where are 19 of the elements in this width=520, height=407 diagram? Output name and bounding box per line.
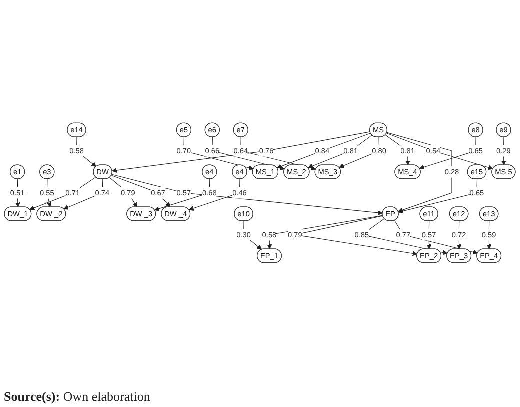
arrow — [385, 134, 410, 166]
arrow — [109, 178, 138, 208]
arrow — [154, 178, 210, 212]
caption: Source(s): Own elaboration — [4, 389, 150, 405]
arrow — [112, 132, 371, 174]
arrow — [112, 174, 383, 216]
arrow — [64, 178, 104, 210]
arrow — [398, 178, 478, 214]
arrow — [308, 135, 372, 169]
arrow — [386, 133, 494, 170]
arrow — [267, 215, 384, 250]
arrow — [188, 178, 240, 211]
arrow — [111, 175, 171, 208]
arrow — [420, 137, 476, 170]
arrow — [212, 137, 286, 171]
arrow — [386, 132, 452, 213]
arrow — [276, 133, 372, 169]
arrow — [184, 137, 254, 170]
arrow — [339, 137, 380, 168]
